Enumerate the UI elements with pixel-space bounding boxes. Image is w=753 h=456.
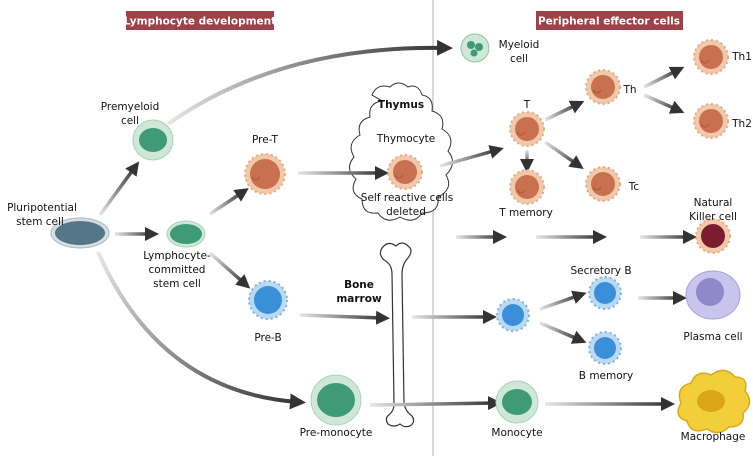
- monocyte-cell: [495, 380, 539, 424]
- arrow-lymphocyte-to-pre-t: [209, 188, 249, 216]
- label-b-memory: B memory: [579, 370, 633, 382]
- t-memory-cell: [509, 169, 545, 205]
- label-killer-cell: Killer cell: [689, 211, 737, 223]
- arrow-pre-monocyte-to-monocyte: [369, 396, 502, 411]
- t-cell: [509, 111, 545, 147]
- pre-t-cell: [244, 153, 286, 195]
- label-stem-cell: stem cell: [16, 216, 64, 228]
- arrow-b-to-b-memory: [539, 321, 587, 344]
- labels: Pluripotential stem cell Premyeloid cell…: [7, 39, 752, 443]
- macrophage-cell: [677, 369, 751, 434]
- arrow-th-to-th2: [643, 93, 685, 114]
- premyeloid-cell: [132, 119, 174, 161]
- natural-killer-cell: [695, 218, 731, 254]
- banner-right-text: Peripheral effector cells: [538, 16, 680, 28]
- arrow-lymphocyte-to-pre-b: [208, 251, 251, 289]
- label-th: Th: [622, 84, 636, 96]
- arrow-t-to-th: [544, 100, 585, 122]
- label-bone: Bone: [344, 279, 374, 291]
- label-macrophage: Macrophage: [681, 431, 746, 443]
- label-marrow: marrow: [336, 293, 382, 305]
- plasma-cell: [685, 270, 741, 320]
- bone-marrow-bone: [379, 242, 415, 428]
- label-premyeloid: Premyeloid: [101, 101, 160, 113]
- banner-right-bg: [536, 11, 683, 30]
- label-thymus: Thymus: [378, 99, 424, 111]
- label-pre-monocyte: Pre-monocyte: [300, 427, 373, 439]
- label-premyeloid-cell: cell: [121, 115, 139, 127]
- label-natural: Natural: [694, 197, 733, 209]
- pre-monocyte-cell: [310, 374, 362, 426]
- label-deleted: deleted: [386, 206, 426, 218]
- label-secretory-b: Secretory B: [570, 265, 631, 277]
- label-plasma-cell: Plasma cell: [683, 331, 742, 343]
- tc-cell: [585, 166, 621, 202]
- banner-left-bg: [126, 11, 274, 30]
- label-lymphocyte: Lymphocyte-: [143, 250, 211, 262]
- arrow-b-to-secretory-b: [539, 290, 587, 311]
- label-myeloid-cell: cell: [510, 53, 528, 65]
- b-cell: [496, 298, 530, 332]
- label-thymocyte: Thymocyte: [376, 133, 436, 145]
- arrow-thymocyte-to-t: [439, 145, 504, 168]
- th1-cell: [693, 39, 729, 75]
- secretory-b-cell: [588, 276, 622, 310]
- b-memory-cell: [588, 331, 622, 365]
- label-lymph-stem-cell: stem cell: [153, 278, 201, 290]
- banner-peripheral-effector-cells: Peripheral effector cells: [536, 11, 683, 30]
- label-pluripotential: Pluripotential: [7, 202, 77, 214]
- label-t: T: [523, 99, 531, 111]
- th-cell: [585, 69, 621, 105]
- banner-lymphocyte-development: Lymphocyte development: [124, 11, 276, 30]
- banner-left-text: Lymphocyte development: [124, 16, 276, 28]
- pre-b-cell: [248, 280, 288, 320]
- lymphocyte-committed-cell: [166, 220, 206, 248]
- arrow-th-to-th1: [643, 66, 685, 89]
- label-committed: committed: [149, 264, 206, 276]
- arrow-premyeloid-to-myeloid: [166, 39, 453, 126]
- label-myeloid: Myeloid: [499, 39, 540, 51]
- label-tc: Tc: [628, 181, 640, 193]
- label-pre-t: Pre-T: [252, 134, 279, 146]
- label-self-reactive: Self reactive cells: [361, 192, 453, 204]
- thymocyte-cell: [387, 154, 423, 190]
- arrow-stem-to-premyeloid: [98, 161, 140, 217]
- arrow-pre-b-to-bone: [299, 310, 390, 325]
- pluripotential-stem-cell: [50, 217, 110, 249]
- label-pre-b: Pre-B: [254, 332, 281, 344]
- label-th1: Th1: [731, 51, 752, 63]
- label-t-memory: T memory: [498, 207, 553, 219]
- myeloid-cell: [460, 33, 490, 63]
- label-th2: Th2: [731, 118, 752, 130]
- th2-cell: [693, 103, 729, 139]
- label-monocyte: Monocyte: [491, 427, 542, 439]
- thymus-outline: [349, 82, 453, 221]
- arrow-stem-to-pre-monocyte: [96, 251, 306, 410]
- arrow-t-to-tc: [543, 140, 584, 170]
